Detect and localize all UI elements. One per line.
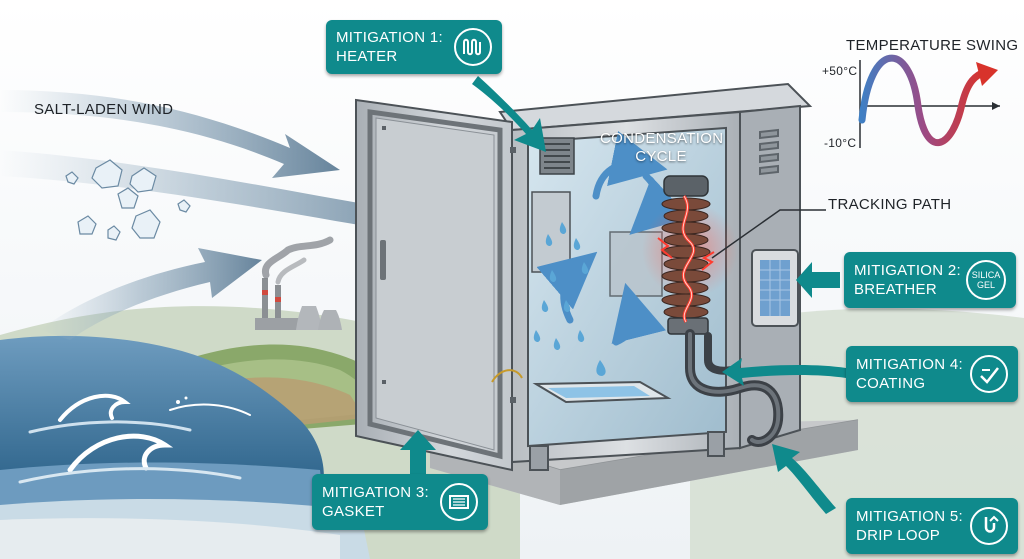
temp-high-label: +50°C [822,64,858,78]
condensation-cycle-label: CONDENSATION CYCLE [600,130,724,166]
water-drop-icon [533,222,606,376]
drip-loop-icon [970,507,1008,545]
salt-crystal-icon [65,159,191,241]
mitigation-3-callout: MITIGATION 3: GASKET [312,474,488,530]
salt-wind-label: SALT-LADEN WIND [34,101,174,118]
bushing-insulator [642,175,738,335]
breather-vent [751,249,799,327]
ocean-wave-icon [18,393,251,484]
condensation-line-1: CONDENSATION [600,130,724,147]
mitigation-4-name: COATING [856,375,926,392]
coating-check-icon [970,355,1008,393]
temperature-swing-chart [858,54,1000,148]
temp-swing-title: TEMPERATURE SWING [846,37,1019,54]
heater-coil-icon [454,28,492,66]
mitigation-1-callout: MITIGATION 1: HEATER [326,20,502,74]
mitigation-1-title: MITIGATION 1: [336,29,443,46]
mitigation-5-name: DRIP LOOP [856,527,941,544]
mitigation-3-name: GASKET [322,503,385,520]
mitigation-1-name: HEATER [336,48,398,65]
mitigation-2-callout: MITIGATION 2: BREATHER SILICA GEL [844,252,1016,308]
silica-gel-icon: SILICA GEL [966,260,1006,300]
mitigation-2-title: MITIGATION 2: [854,262,961,279]
condensation-line-2: CYCLE [635,148,687,165]
temp-low-label: -10°C [824,136,857,150]
factory-icon [255,236,342,330]
mitigation-5-callout: MITIGATION 5: DRIP LOOP [846,498,1018,554]
condensation-cycle-arrows [536,131,690,346]
mitigation-4-title: MITIGATION 4: [856,356,963,373]
gasket-icon [440,483,478,521]
cabinet-door [355,98,516,472]
drip-tray [532,380,672,404]
mitigation-5-title: MITIGATION 5: [856,508,963,525]
silica-gel-text-1: SILICA [971,270,1001,280]
mitigation-4-callout: MITIGATION 4: COATING [846,346,1018,402]
silica-gel-text-2: GEL [976,280,995,290]
mitigation-2-name: BREATHER [854,281,937,298]
mitigation-3-title: MITIGATION 3: [322,484,429,501]
heater-unit [539,137,575,175]
tracking-path-label: TRACKING PATH [828,196,952,213]
